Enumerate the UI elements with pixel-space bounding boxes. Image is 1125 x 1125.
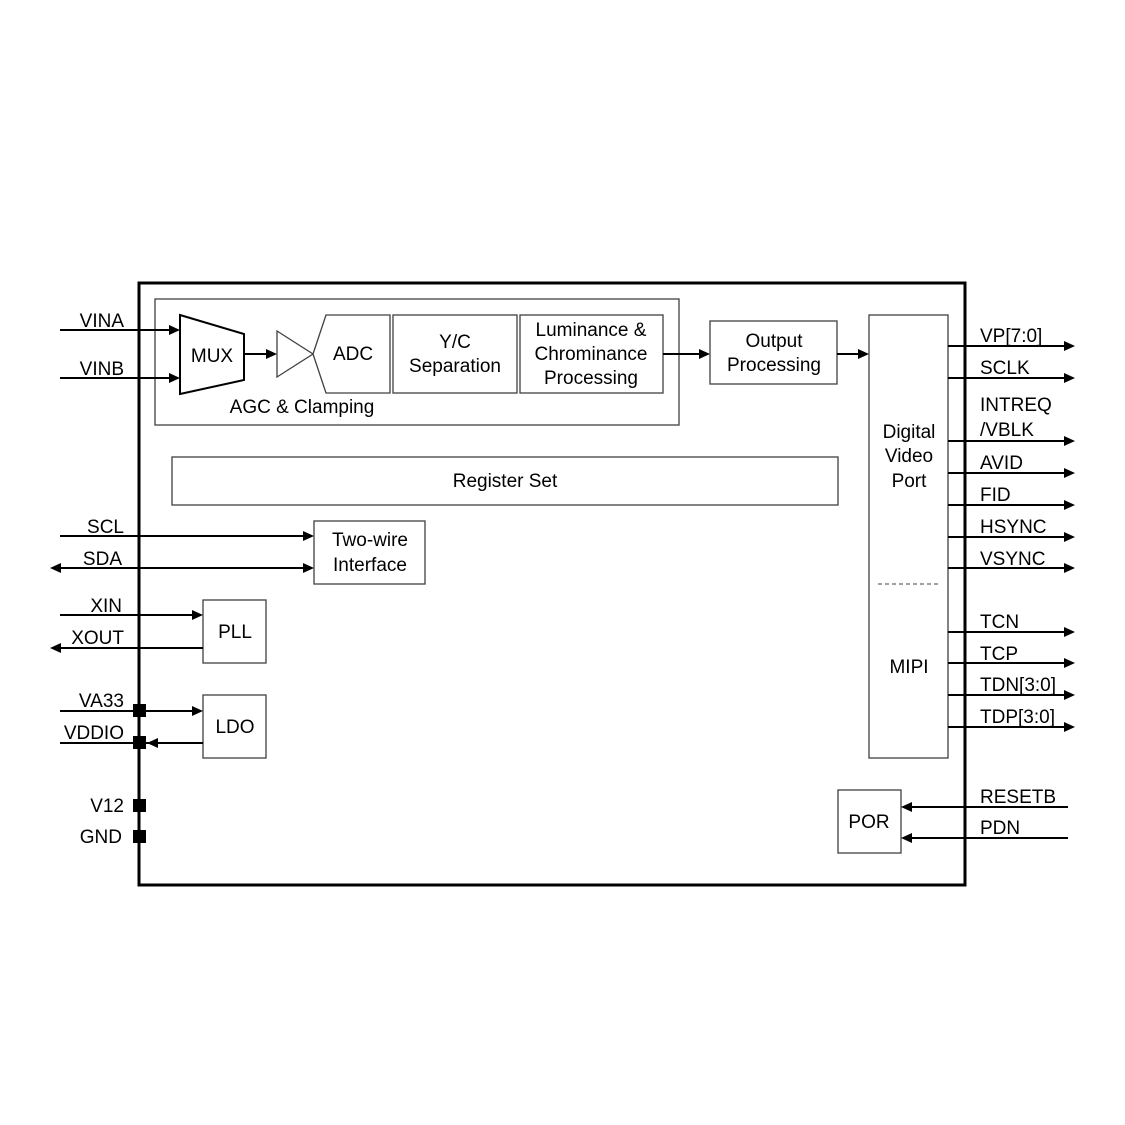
pin-sda-label: SDA (83, 549, 122, 570)
arrow-icon (1064, 500, 1075, 510)
arrow-icon (1064, 468, 1075, 478)
right-output-pins: VP[7:0] SCLK INTREQ /VBLK AVID FID HSYNC… (901, 326, 1075, 843)
pin-sclk-label: SCLK (980, 358, 1030, 379)
lum-label-2: Chrominance (535, 344, 648, 365)
arrow-icon (169, 325, 180, 335)
output-label-2: Processing (727, 355, 821, 376)
dvp-label-2: Video (885, 446, 933, 467)
pin-tcn-label: TCN (980, 612, 1019, 633)
register-set-block (171, 456, 839, 506)
pin-avid-label: AVID (980, 453, 1023, 474)
pll-block (202, 599, 267, 664)
pin-va33-pad (133, 704, 146, 717)
luma-chroma-block (519, 314, 664, 394)
pin-vina-label: VINA (80, 311, 125, 332)
pin-vddio-pad (133, 736, 146, 749)
adc-label: ADC (333, 344, 373, 365)
arrow-icon (266, 349, 277, 359)
pin-gnd-pad (133, 830, 146, 843)
lum-label-3: Processing (544, 368, 638, 389)
pin-vsync-label: VSYNC (980, 549, 1045, 570)
lum-label-1: Luminance & (536, 320, 647, 341)
pin-vinb-label: VINB (80, 359, 124, 380)
pin-pdn-label: PDN (980, 818, 1020, 839)
arrow-icon (147, 738, 158, 748)
arrow-icon (1064, 627, 1075, 637)
adc-block (312, 314, 391, 394)
output-processing-block (709, 320, 838, 385)
pin-vp-label: VP[7:0] (980, 326, 1042, 347)
pin-gnd-label: GND (80, 827, 122, 848)
arrow-icon (901, 833, 912, 843)
arrow-icon (1064, 436, 1075, 446)
register-set-label: Register Set (453, 471, 558, 492)
agc-label: AGC & Clamping (230, 397, 375, 418)
pin-scl-label: SCL (87, 517, 124, 538)
pin-tdn-label: TDN[3:0] (980, 675, 1056, 696)
pin-vddio-label: VDDIO (64, 723, 124, 744)
pin-tdp-label: TDP[3:0] (980, 707, 1055, 728)
twowire-label-2: Interface (333, 555, 407, 576)
arrow-icon (901, 802, 912, 812)
pin-xin-label: XIN (90, 596, 122, 617)
pin-tcp-label: TCP (980, 644, 1018, 665)
two-wire-interface-block (313, 520, 426, 585)
arrow-icon (192, 706, 203, 716)
pin-v12-pad (133, 799, 146, 812)
output-label-1: Output (745, 331, 803, 352)
arrow-icon (1064, 722, 1075, 732)
pin-fid-label: FID (980, 485, 1011, 506)
arrow-icon (50, 643, 61, 653)
arrow-icon (1064, 341, 1075, 351)
yc-separation-block (392, 314, 518, 394)
mux-block (179, 313, 245, 396)
yc-label-1: Y/C (439, 332, 471, 353)
arrow-icon (1064, 658, 1075, 668)
arrow-icon (699, 349, 710, 359)
dvp-label-3: Port (892, 471, 928, 492)
pin-hsync-label: HSYNC (980, 517, 1047, 538)
ldo-label: LDO (215, 717, 254, 738)
pin-intreq-label-1: INTREQ (980, 395, 1052, 416)
amplifier-icon (276, 329, 315, 379)
arrow-icon (303, 531, 314, 541)
ldo-block (202, 694, 267, 759)
arrow-icon (1064, 563, 1075, 573)
pin-xout-label: XOUT (71, 628, 124, 649)
arrow-icon (303, 563, 314, 573)
arrow-icon (858, 349, 869, 359)
arrow-icon (50, 563, 61, 573)
pin-resetb-label: RESETB (980, 787, 1056, 808)
por-block (837, 789, 902, 854)
pin-intreq-label-2: /VBLK (980, 420, 1034, 441)
pin-v12-label: V12 (90, 796, 124, 817)
mipi-label: MIPI (889, 657, 928, 678)
twowire-label-1: Two-wire (332, 530, 408, 551)
dvp-label-1: Digital (883, 422, 936, 443)
yc-label-2: Separation (409, 356, 501, 377)
mux-label: MUX (191, 346, 234, 367)
pin-va33-label: VA33 (79, 691, 124, 712)
arrow-icon (1064, 690, 1075, 700)
arrow-icon (169, 373, 180, 383)
dvp-mipi-block (868, 314, 949, 759)
por-label: POR (848, 812, 889, 833)
arrow-icon (1064, 532, 1075, 542)
arrow-icon (192, 610, 203, 620)
arrow-icon (1064, 373, 1075, 383)
pll-label: PLL (218, 622, 252, 643)
